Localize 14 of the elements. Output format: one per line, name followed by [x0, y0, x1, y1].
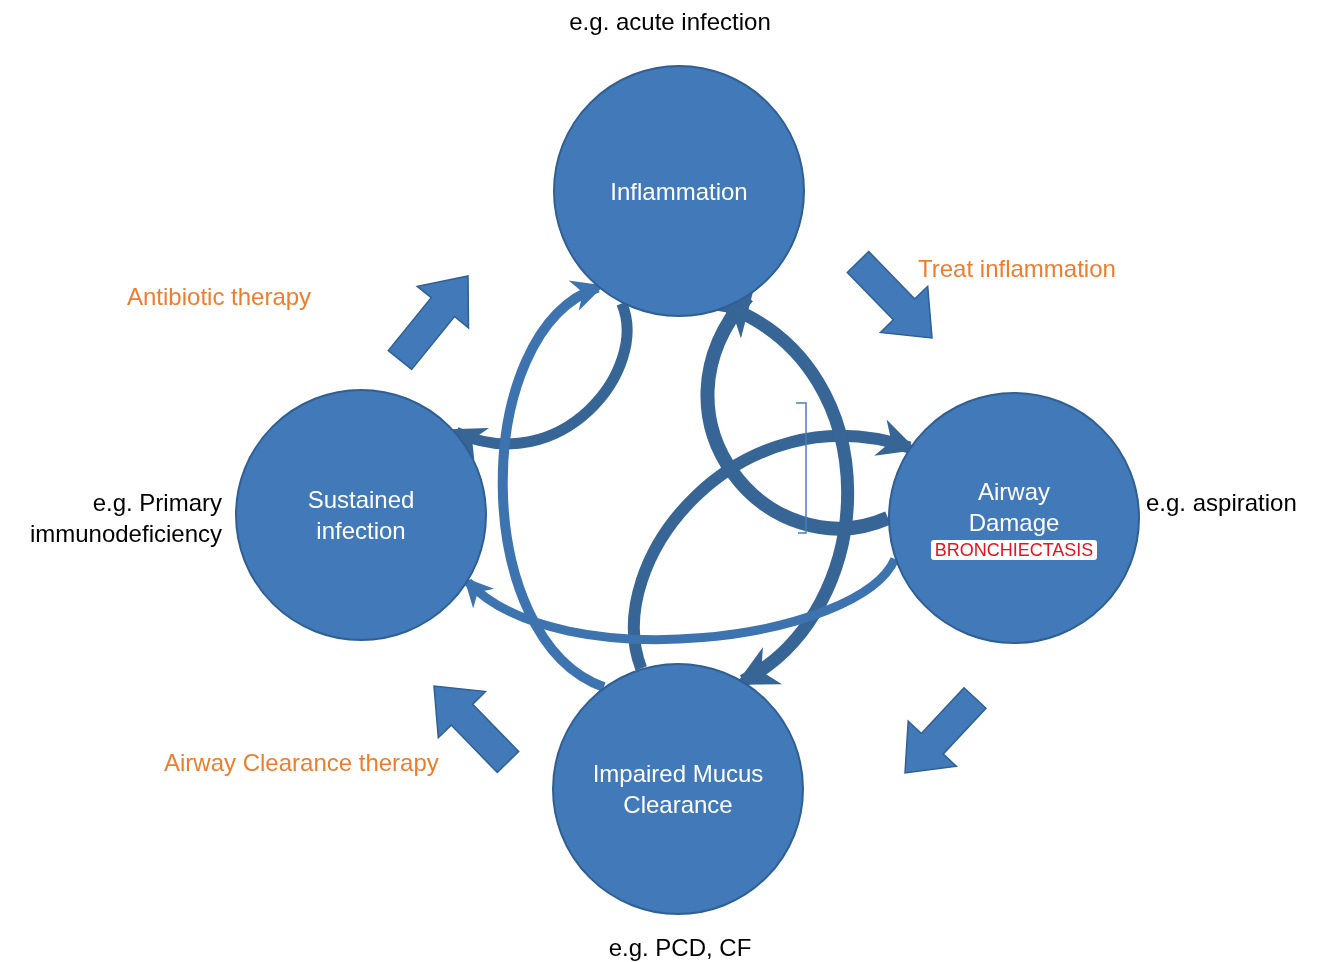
- example-note: e.g. acute infection: [568, 7, 772, 37]
- node-sublabel: BRONCHIECTASIS: [930, 540, 1098, 560]
- therapy-label: Antibiotic therapy: [127, 282, 312, 312]
- curved-arrow: [463, 556, 899, 644]
- therapy-label: Treat inflammation: [918, 254, 1116, 284]
- example-note: e.g. aspiration: [1146, 488, 1298, 518]
- therapy-label: Airway Clearance therapy: [164, 748, 439, 778]
- example-note: e.g. Primary immunodeficiency: [28, 488, 222, 549]
- node-label: Inflammation: [610, 176, 748, 207]
- example-note: e.g. PCD, CF: [607, 933, 753, 962]
- curved-arrow: [497, 283, 607, 692]
- node-label: Impaired Mucus Clearance: [591, 759, 765, 820]
- node-label: Sustained infection: [306, 485, 416, 546]
- node-label: Airway Damage: [967, 477, 1061, 538]
